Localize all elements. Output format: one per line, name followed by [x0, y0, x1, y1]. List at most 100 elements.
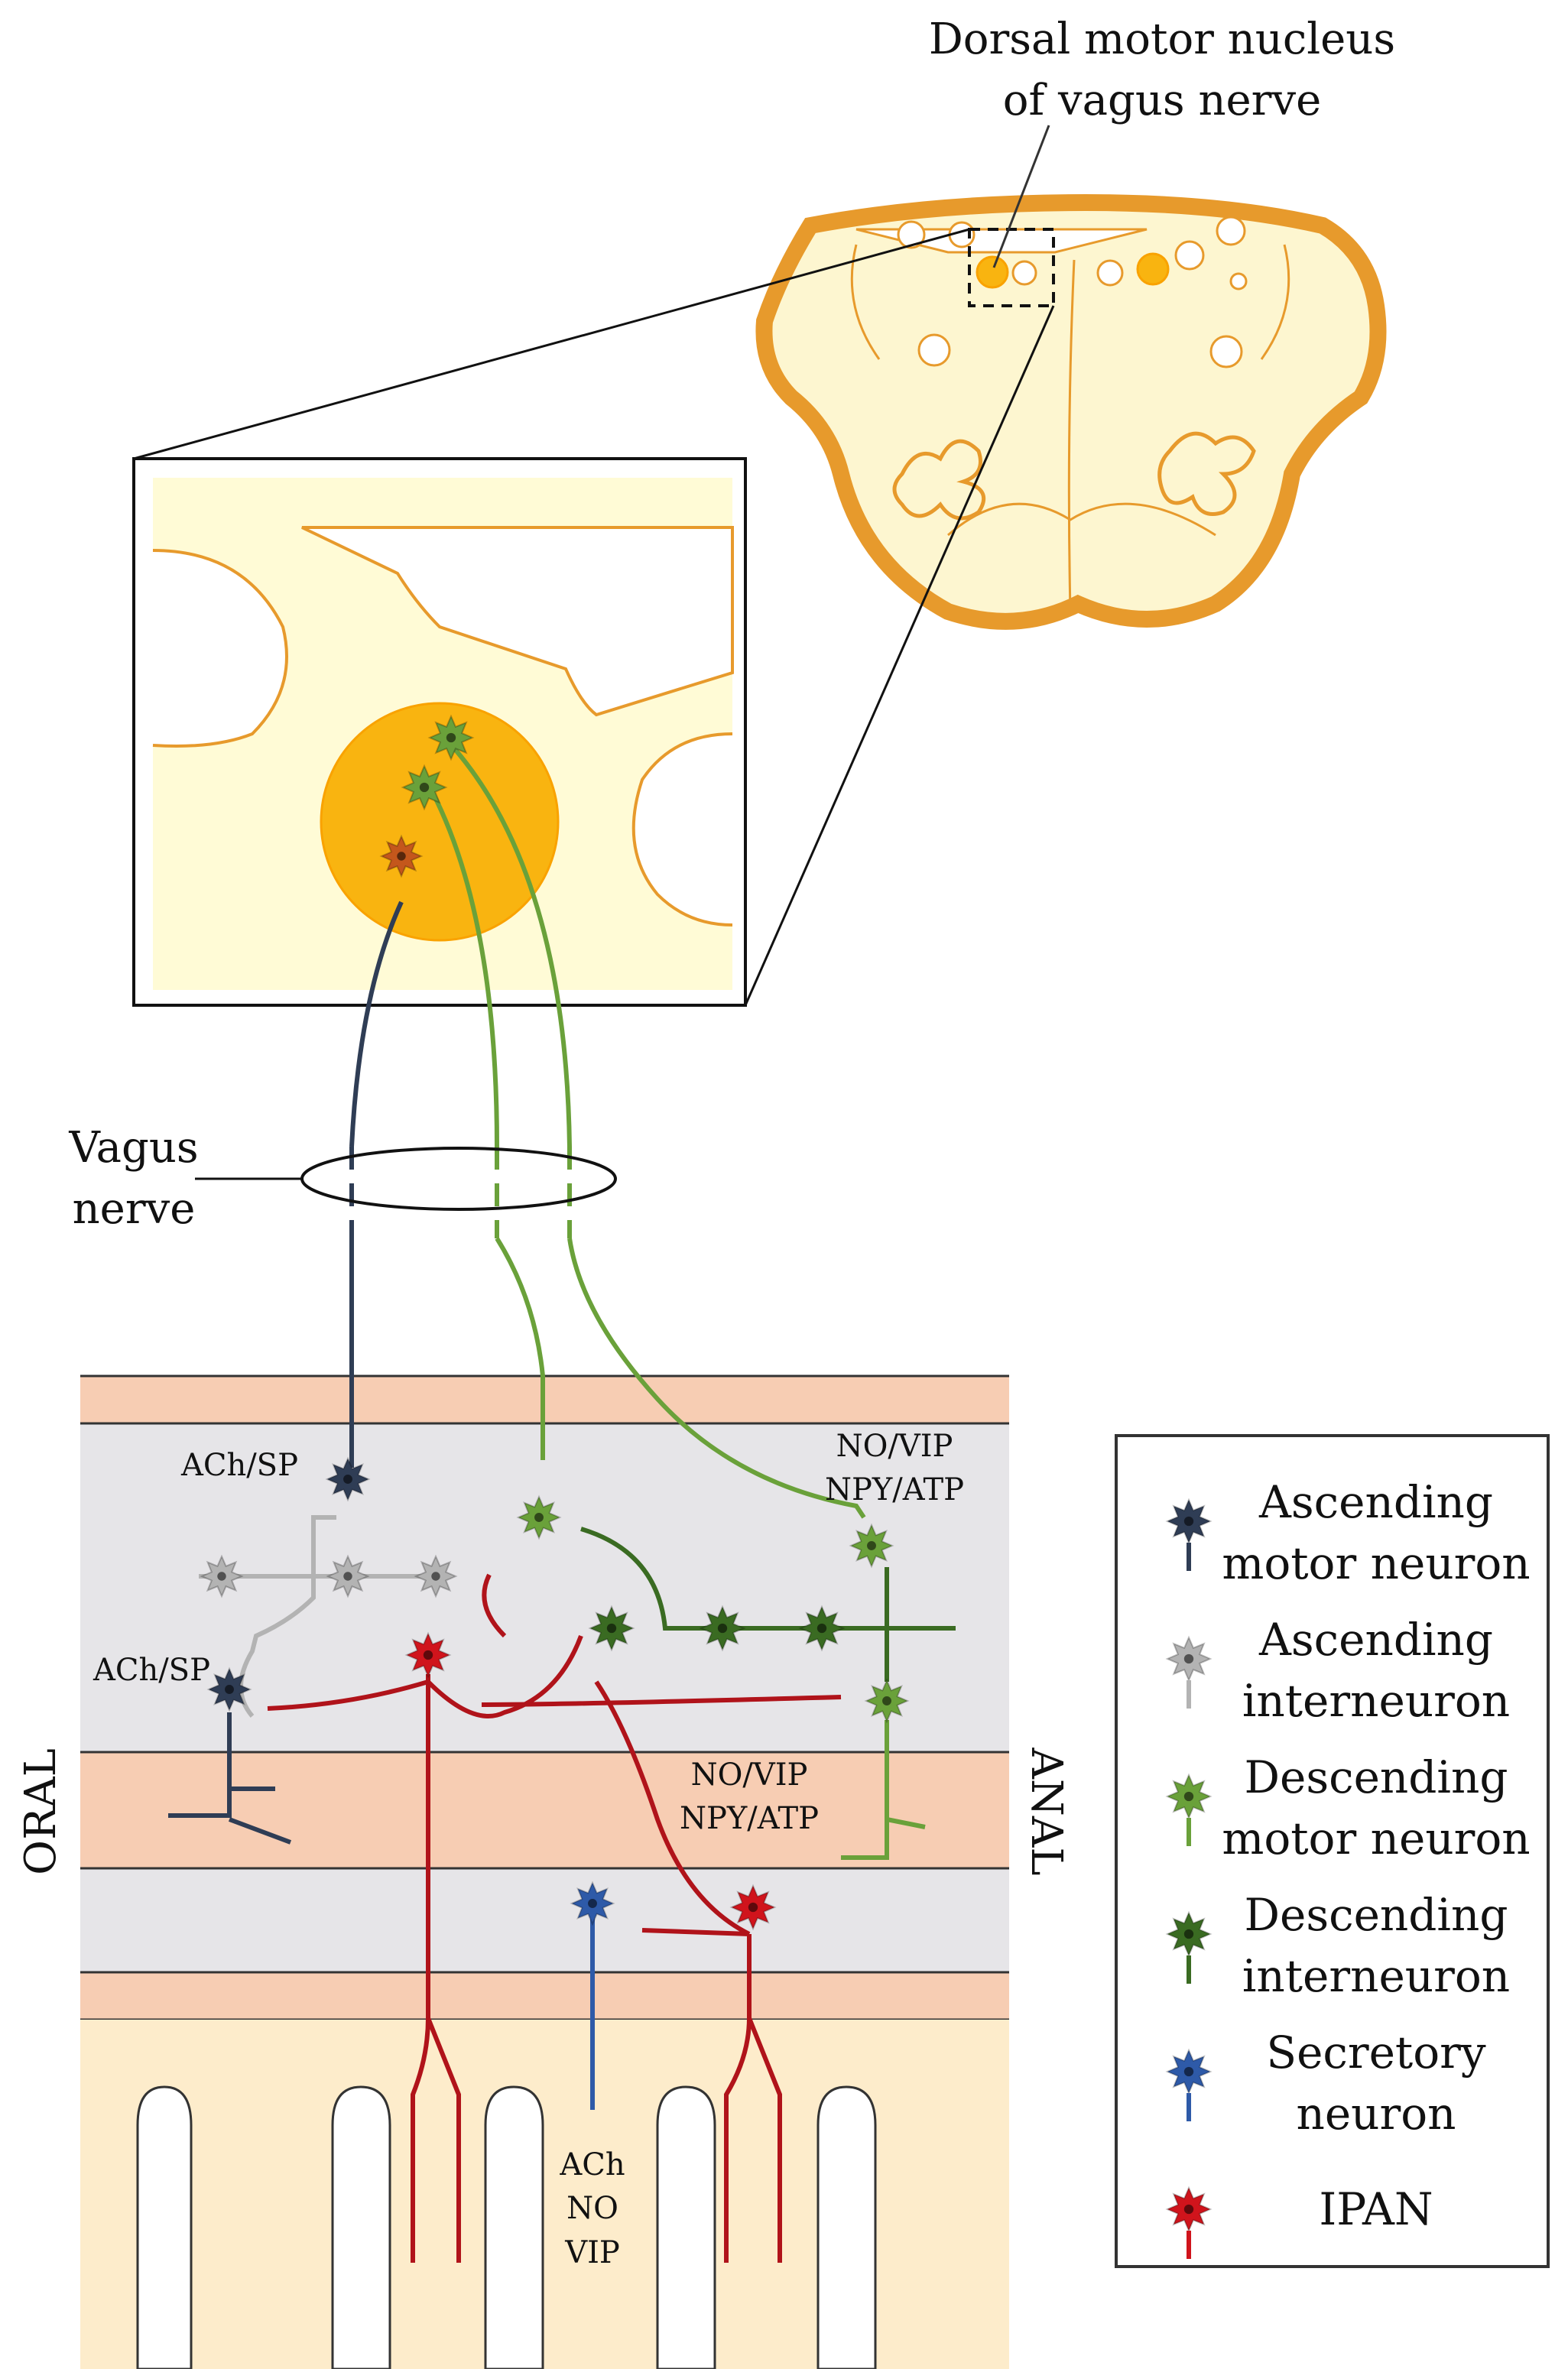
callout-label-line1: Dorsal motor nucleus — [929, 15, 1395, 64]
transmitter-no-vip-2: NO/VIP — [691, 1757, 808, 1793]
descending-motor-axon — [841, 1720, 926, 1860]
vagal-fibres — [195, 748, 866, 1519]
legend-item: Secretory neuron — [1165, 2027, 1486, 2140]
transmitter-no-vip-1: NO/VIP — [836, 1429, 953, 1464]
transmitter-vip: VIP — [564, 2235, 620, 2270]
descending-motor-neuron — [516, 1494, 562, 1540]
legend-label-line1: Descending — [1245, 1889, 1508, 1941]
transmitter-ach-sp-bottom: ACh/SP — [93, 1653, 210, 1688]
midline — [1067, 259, 1076, 612]
vagal-efferent-descending-1 — [430, 790, 499, 1147]
dorsal-motor-nucleus-right — [1136, 252, 1170, 286]
descending-interneuron — [699, 1605, 746, 1652]
legend-swatch-icon — [1165, 2186, 1213, 2233]
vagus-label-line2: nerve — [73, 1184, 196, 1234]
nucleus-circle — [1209, 335, 1243, 368]
descending-motor-neuron — [849, 1523, 894, 1569]
legend-label-line1: Ascending — [1258, 1614, 1493, 1666]
legend-swatch-icon — [1165, 1773, 1213, 1820]
pyramid-border — [947, 502, 1216, 537]
orange-neuron — [379, 834, 424, 878]
ascending-motor-neuron — [206, 1666, 252, 1712]
legend-swatch-icon — [1165, 2048, 1213, 2095]
legend-label-line1: IPAN — [1319, 2183, 1433, 2235]
brainstem-section — [755, 125, 1387, 630]
dorsal-motor-nucleus-left — [976, 255, 1009, 289]
muscularis-mucosae — [80, 1972, 1009, 2020]
ipan-1-axon — [411, 1674, 461, 2263]
descending-motor-neuron — [401, 764, 448, 811]
ascending-interneuron-axon — [239, 1515, 336, 1718]
ipan — [729, 1884, 777, 1931]
ascending-motor-neuron — [325, 1456, 371, 1502]
descending-interneuron — [798, 1605, 846, 1652]
legend-label-line1: Secretory — [1266, 2027, 1486, 2079]
ipan-2-axon — [724, 1934, 782, 2263]
legend-item: Descending interneuron — [1165, 1889, 1510, 2002]
neuron-cells — [200, 714, 910, 1931]
callout-label-line2: of vagus nerve — [1003, 76, 1321, 125]
legend-swatch-icon — [1165, 1498, 1213, 1545]
inset-nucleus-left — [152, 549, 288, 748]
lateral-border-left — [850, 244, 881, 360]
enteric-circuits — [168, 1515, 956, 2263]
descending-motor-neuron — [427, 714, 475, 761]
descending-motor-neuron — [864, 1678, 910, 1724]
legend-label-line1: Ascending — [1258, 1476, 1493, 1528]
ascending-interneuron — [200, 1554, 244, 1598]
transmitter-ach: ACh — [559, 2147, 625, 2182]
anal-label: ANAL — [1021, 1747, 1071, 1875]
vagal-efferent-descending-2 — [453, 748, 572, 1147]
legend-label-line2: interneuron — [1242, 1675, 1510, 1727]
descending-interneuron-axon — [580, 1527, 956, 1631]
ventricle-edge — [301, 526, 734, 717]
nucleus-circle — [897, 220, 926, 249]
nucleus-circle — [1216, 216, 1246, 246]
inferior-olive-left — [892, 439, 986, 521]
descending-interneuron — [588, 1605, 635, 1652]
legend-label-line2: neuron — [1296, 2088, 1456, 2140]
inferior-olive-right — [1157, 431, 1256, 516]
circular-muscle — [80, 1752, 1009, 1868]
inset-nucleus-right — [631, 732, 733, 927]
zoom-line-bottom — [744, 305, 1055, 1006]
transmitter-no: NO — [566, 2191, 618, 2226]
legend-item: Ascending interneuron — [1165, 1614, 1510, 1727]
nucleus-circle — [1174, 240, 1205, 271]
legend-item: IPAN — [1165, 2183, 1433, 2259]
ascending-motor-axon — [168, 1712, 292, 1845]
transmitter-npy-atp-1: NPY/ATP — [825, 1472, 964, 1507]
vagus-nerve-ring — [300, 1147, 617, 1211]
legend-label-line2: motor neuron — [1222, 1812, 1530, 1864]
zoom-line-top — [133, 228, 970, 460]
legend-label-line1: Descending — [1245, 1751, 1508, 1803]
mucosa — [80, 2020, 1009, 2369]
nucleus-circle — [1011, 260, 1037, 286]
lateral-border-right — [1260, 244, 1290, 360]
oral-label: ORAL — [16, 1748, 66, 1875]
vagal-efferent-ascending — [349, 901, 404, 1147]
zoom-box — [968, 228, 1055, 307]
vagus-label-line1: Vagus — [68, 1123, 198, 1173]
nucleus-circle — [917, 333, 951, 367]
ipan — [404, 1631, 452, 1679]
legend-label-line2: interneuron — [1242, 1950, 1510, 2002]
brainstem-outline — [755, 193, 1387, 630]
villi-gaps — [136, 2085, 877, 2369]
dorsal-motor-nucleus-zoom — [320, 702, 560, 942]
legend-swatch-icon — [1165, 1635, 1213, 1683]
nucleus-circle — [1229, 272, 1248, 290]
ascending-interneuron — [326, 1554, 370, 1598]
nucleus-circle — [1096, 259, 1124, 287]
transmitter-npy-atp-2: NPY/ATP — [680, 1801, 819, 1836]
submucosal-plexus — [80, 1868, 1009, 1972]
ascending-interneuron — [414, 1554, 458, 1598]
legend-item: Descending motor neuron — [1165, 1751, 1531, 1864]
secretory-neuron — [570, 1881, 615, 1926]
legend-swatch-icon — [1165, 1910, 1213, 1958]
